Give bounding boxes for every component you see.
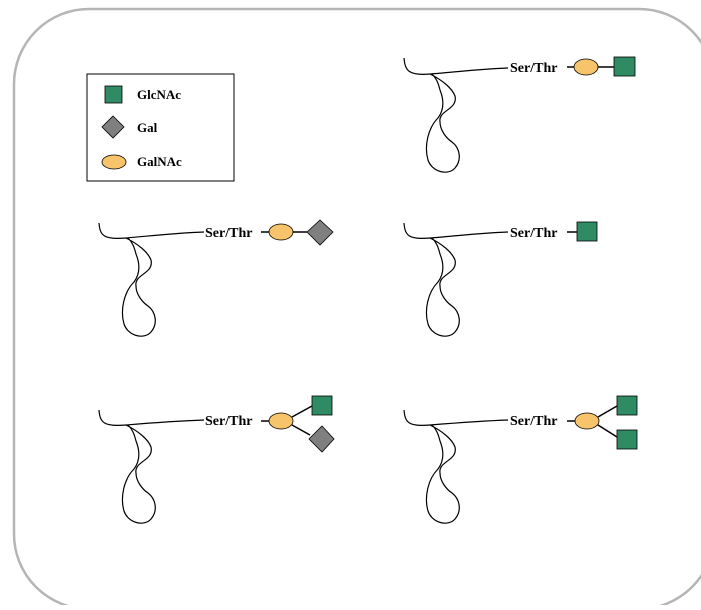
protein-loop <box>425 73 460 173</box>
protein-loop <box>425 237 460 337</box>
legend-label-glcnac: GlcNAc <box>137 87 181 102</box>
residue-label: Ser/Thr <box>510 414 557 429</box>
legend: GlcNAc Gal GalNAc <box>86 73 235 182</box>
residue-label: Ser/Thr <box>510 226 557 241</box>
glycan-structure-3: Ser/Thr <box>403 221 598 337</box>
gal-diamond-icon <box>308 425 335 453</box>
glycan-structure-4: Ser/Thr <box>98 395 335 524</box>
residue-label: Ser/Thr <box>205 414 252 429</box>
legend-label-galnac: GalNAc <box>137 154 182 169</box>
galnac-ellipse-icon <box>268 223 294 241</box>
residue-label: Ser/Thr <box>205 226 252 241</box>
legend-label-gal: Gal <box>137 120 158 135</box>
gal-diamond-icon <box>101 115 125 139</box>
protein-loop <box>121 237 156 337</box>
linkage-line <box>291 405 313 418</box>
glcnac-square-icon <box>613 56 636 77</box>
glycan-structure-5: Ser/Thr <box>403 395 638 524</box>
glcnac-square-icon <box>576 221 598 242</box>
glcnac-square-icon <box>311 395 333 416</box>
gal-diamond-icon <box>306 219 334 246</box>
protein-loop <box>121 424 156 524</box>
galnac-ellipse-icon <box>574 412 600 430</box>
galnac-ellipse-icon <box>573 58 599 76</box>
galnac-ellipse-icon <box>101 154 127 170</box>
linkage-line <box>597 424 618 438</box>
glcnac-square-icon <box>104 85 123 104</box>
galnac-ellipse-icon <box>268 412 294 430</box>
protein-loop <box>425 424 460 524</box>
linkage-line <box>291 424 311 436</box>
glcnac-square-icon <box>616 429 638 450</box>
glycan-structure-2: Ser/Thr <box>98 219 334 337</box>
residue-label: Ser/Thr <box>510 61 557 76</box>
glcnac-square-icon <box>616 395 638 416</box>
linkage-line <box>597 405 618 418</box>
glycan-structure-1: Ser/Thr <box>403 56 636 173</box>
